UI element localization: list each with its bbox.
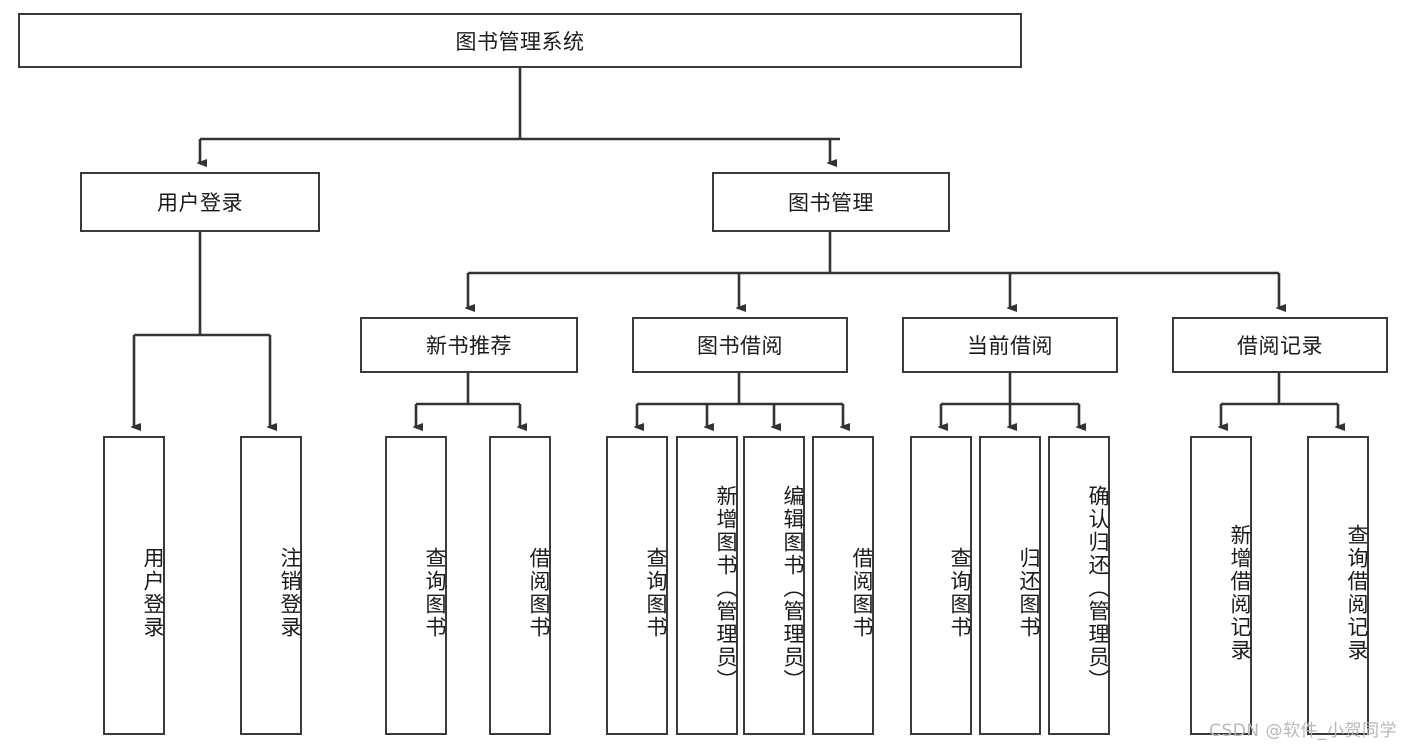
leaf-edit-book-admin[interactable]: 编辑图书（管理员） xyxy=(743,436,805,735)
node-borrowing-record[interactable]: 借阅记录 xyxy=(1172,317,1388,373)
node-book-management[interactable]: 图书管理 xyxy=(712,172,950,232)
leaf-query-books-recommend[interactable]: 查询图书 xyxy=(385,436,447,735)
watermark-text: CSDN @软件_小贺同学 xyxy=(1209,721,1397,741)
leaf-return-books[interactable]: 归还图书 xyxy=(979,436,1041,735)
node-new-book-recommendation[interactable]: 新书推荐 xyxy=(360,317,578,373)
leaf-borrow-books[interactable]: 借阅图书 xyxy=(812,436,874,735)
leaf-query-borrow-record[interactable]: 查询借阅记录 xyxy=(1307,436,1369,735)
leaf-add-borrow-record[interactable]: 新增借阅记录 xyxy=(1190,436,1252,735)
leaf-query-books-current[interactable]: 查询图书 xyxy=(910,436,972,735)
leaf-confirm-return-admin[interactable]: 确认归还（管理员） xyxy=(1048,436,1110,735)
node-user-login[interactable]: 用户登录 xyxy=(80,172,320,232)
leaf-query-books-borrow[interactable]: 查询图书 xyxy=(606,436,668,735)
leaf-logout-login[interactable]: 注销登录 xyxy=(240,436,302,735)
leaf-borrow-books-recommend[interactable]: 借阅图书 xyxy=(489,436,551,735)
leaf-user-login[interactable]: 用户登录 xyxy=(103,436,165,735)
node-book-borrowing[interactable]: 图书借阅 xyxy=(632,317,848,373)
node-root-book-management-system[interactable]: 图书管理系统 xyxy=(18,13,1022,68)
node-current-borrowing[interactable]: 当前借阅 xyxy=(902,317,1118,373)
leaf-add-book-admin[interactable]: 新增图书（管理员） xyxy=(676,436,738,735)
